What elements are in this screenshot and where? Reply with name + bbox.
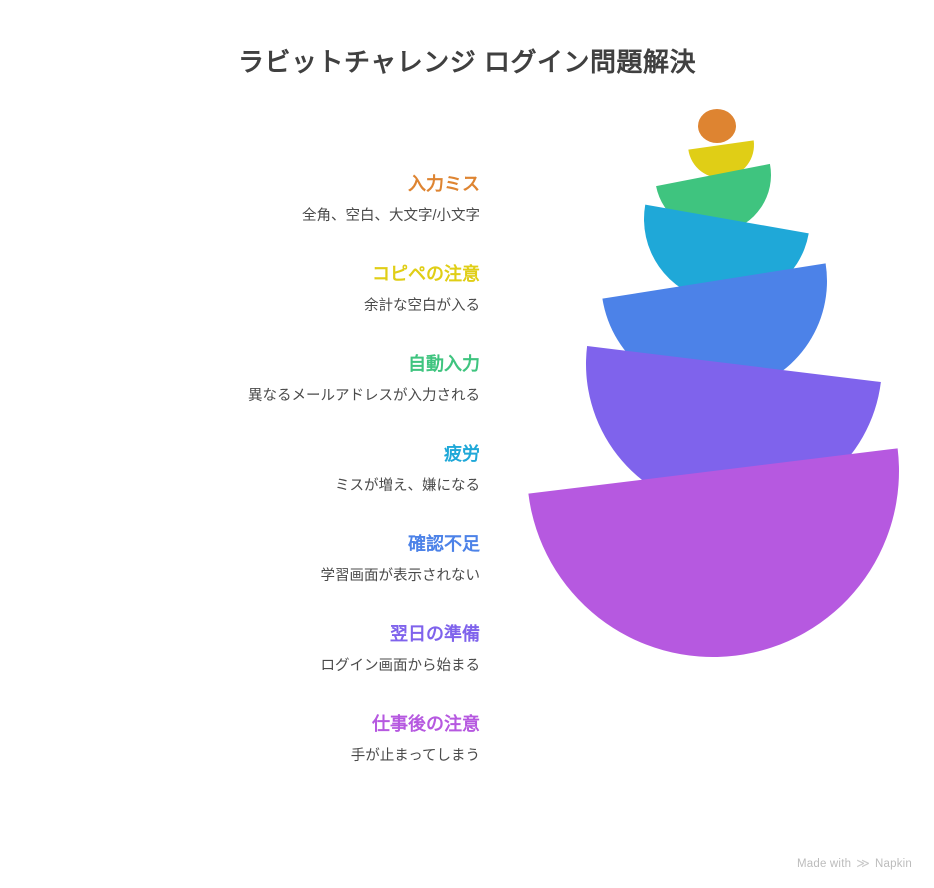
item-description: 異なるメールアドレスが入力される — [248, 388, 480, 404]
item-heading: 自動入力 — [408, 354, 480, 374]
item-description: ログイン画面から始まる — [320, 658, 481, 674]
item-description: 手が止まってしまう — [350, 748, 480, 764]
stacked-bowls-graphic — [480, 0, 934, 888]
bowl-shape — [698, 109, 736, 143]
item-heading: 入力ミス — [408, 174, 480, 194]
watermark: Made with ≫ Napkin — [797, 857, 912, 870]
label-column: 入力ミス 全角、空白、大文字/小文字 コピペの注意 余計な空白が入る 自動入力 … — [60, 0, 480, 888]
item-heading: 確認不足 — [408, 534, 480, 554]
napkin-chevrons-icon: ≫ — [856, 855, 870, 871]
item-heading: 疲労 — [444, 444, 480, 464]
item-description: 全角、空白、大文字/小文字 — [301, 208, 480, 224]
page-title: ラビットチャレンジ ログイン問題解決 — [238, 47, 696, 77]
list-item[interactable]: 自動入力 異なるメールアドレスが入力される — [60, 352, 480, 407]
watermark-prefix: Made with — [796, 857, 852, 870]
shape-layer — [528, 109, 899, 657]
item-heading: コピペの注意 — [372, 264, 480, 284]
bowl-shape — [688, 140, 754, 178]
item-description: 余計な空白が入る — [364, 298, 480, 314]
item-heading: 翌日の準備 — [390, 624, 480, 644]
list-item[interactable]: 翌日の準備 ログイン画面から始まる — [60, 622, 481, 677]
list-item[interactable]: 仕事後の注意 手が止まってしまう — [60, 712, 480, 767]
list-item[interactable]: 入力ミス 全角、空白、大文字/小文字 — [60, 172, 480, 227]
item-heading: 仕事後の注意 — [372, 714, 480, 734]
list-item[interactable]: コピペの注意 余計な空白が入る — [60, 262, 480, 317]
list-item[interactable]: 確認不足 学習画面が表示されない — [60, 532, 481, 587]
bowl-shape — [528, 448, 899, 657]
watermark-brand: Napkin — [875, 857, 912, 870]
item-description: ミスが増え、嫌になる — [335, 478, 480, 494]
item-description: 学習画面が表示されない — [320, 568, 481, 584]
list-item[interactable]: 疲労 ミスが増え、嫌になる — [60, 442, 480, 497]
